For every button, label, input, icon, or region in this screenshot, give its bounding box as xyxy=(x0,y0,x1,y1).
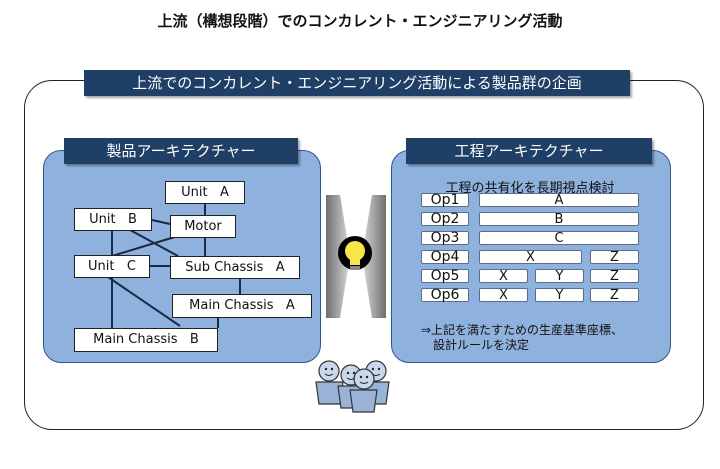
node-sub-chassis-a: Sub Chassis A xyxy=(170,256,300,279)
op-cell: Z xyxy=(590,250,639,264)
op-cell: A xyxy=(479,193,639,207)
op-cell: X xyxy=(479,288,528,302)
page-title: 上流（構想段階）でのコンカレント・エンジニアリング活動 xyxy=(157,12,563,30)
node-unit-b: Unit B xyxy=(74,208,152,231)
op-cell: C xyxy=(479,231,639,245)
process-architecture-title: 工程アーキテクチャー xyxy=(406,138,652,164)
op-label: Op3 xyxy=(421,231,469,245)
op-cell: B xyxy=(479,212,639,226)
op-label: Op1 xyxy=(421,193,469,207)
process-heading: 工程の共有化を長期視点検討 xyxy=(445,181,615,196)
node-unit-c: Unit C xyxy=(74,255,150,278)
op-cell: Y xyxy=(535,269,584,283)
op-label: Op6 xyxy=(421,288,469,302)
op-cell: Z xyxy=(590,269,639,283)
node-unit-a: Unit A xyxy=(165,181,245,204)
process-note: ⇒上記を満たすための生産基準座標、 設計ルールを決定 xyxy=(421,323,624,352)
op-label: Op2 xyxy=(421,212,469,226)
product-architecture-title: 製品アーキテクチャー xyxy=(64,138,298,164)
node-main-chassis-b: Main Chassis B xyxy=(74,328,218,352)
op-cell: X xyxy=(479,250,582,264)
op-label: Op5 xyxy=(421,269,469,283)
op-cell: Y xyxy=(535,288,584,302)
op-cell: Z xyxy=(590,288,639,302)
op-cell: X xyxy=(479,269,528,283)
node-motor: Motor xyxy=(170,215,236,238)
op-label: Op4 xyxy=(421,250,469,264)
node-main-chassis-a: Main Chassis A xyxy=(172,294,312,318)
main-banner: 上流でのコンカレント・エンジニアリング活動による製品群の企画 xyxy=(84,70,630,96)
